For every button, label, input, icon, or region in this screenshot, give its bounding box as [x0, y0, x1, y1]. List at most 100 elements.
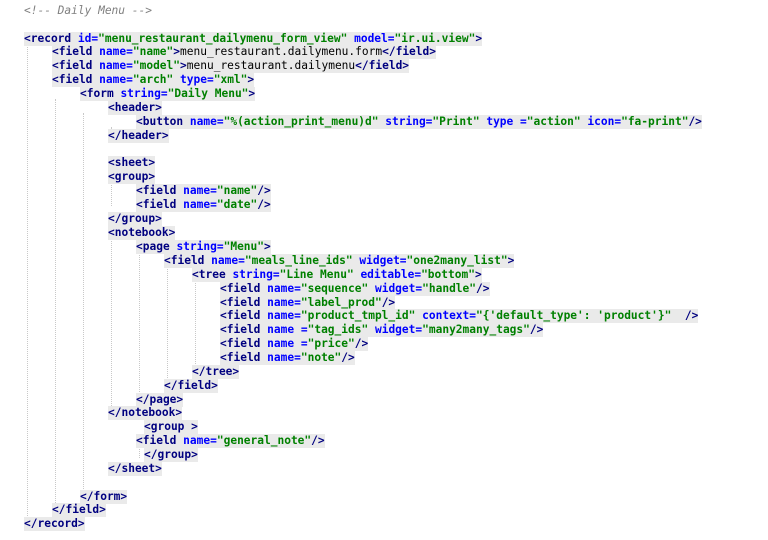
code-line[interactable]: </group> — [144, 448, 198, 462]
xml-tag: /> — [311, 434, 325, 447]
code-line[interactable]: </page> — [136, 393, 184, 407]
xml-tag: <button — [136, 115, 184, 128]
code-line[interactable]: <sheet> — [108, 156, 156, 170]
code-line[interactable]: <field name="date"/> — [136, 198, 271, 212]
xml-tag: <field — [52, 73, 93, 86]
code-line[interactable]: <field name ="price"/> — [220, 337, 369, 351]
indent-guide — [167, 266, 168, 386]
xml-tag: > — [264, 240, 271, 253]
indent-guide — [111, 182, 112, 206]
xml-tag: </notebook> — [108, 406, 183, 419]
text-content — [671, 309, 684, 322]
xml-comment: <!-- Daily Menu --> — [24, 4, 152, 17]
xml-tag: /> — [476, 282, 490, 295]
code-line[interactable]: <field name="product_tmpl_id" context="{… — [220, 309, 699, 323]
xml-attribute: type= — [180, 73, 214, 86]
code-line[interactable]: <field name="meals_line_ids" widget="one… — [164, 254, 515, 268]
xml-string: "Menu" — [223, 240, 265, 253]
xml-attribute: name= — [183, 184, 217, 197]
xml-attribute: name= — [183, 198, 217, 211]
xml-string: "sequence" — [300, 282, 369, 295]
code-line[interactable]: </form> — [80, 490, 128, 504]
code-line[interactable]: </record> — [24, 517, 85, 531]
code-line[interactable]: </header> — [108, 129, 169, 143]
xml-tag: <tree — [192, 268, 226, 281]
code-line[interactable]: </field> — [52, 503, 106, 517]
code-line[interactable]: </field> — [164, 379, 218, 393]
xml-string: "general_note" — [216, 434, 312, 447]
xml-tag: <group> — [108, 170, 156, 183]
xml-tag: /> — [257, 198, 271, 211]
xml-tag: <field — [220, 309, 261, 322]
xml-string: "ir.ui.view" — [394, 32, 476, 45]
code-line[interactable]: <field name="general_note"/> — [136, 434, 325, 448]
xml-tag: <field — [220, 323, 261, 336]
code-line[interactable]: <group> — [108, 170, 156, 184]
xml-attribute: name= — [99, 59, 133, 72]
xml-tag: <field — [136, 184, 177, 197]
text-content — [368, 323, 375, 336]
xml-tag: </group> — [108, 212, 162, 225]
code-line[interactable]: <notebook> — [108, 226, 176, 240]
xml-attribute: string= — [176, 240, 224, 253]
xml-attribute: widget= — [374, 323, 423, 336]
code-line[interactable]: </sheet> — [108, 462, 162, 476]
code-line[interactable]: <field name="sequence" widget="handle"/> — [220, 282, 490, 296]
xml-tag: </form> — [80, 490, 128, 503]
code-line[interactable]: <field name="name"/> — [136, 184, 271, 198]
code-line[interactable]: </tree> — [192, 365, 240, 379]
xml-string: "meals_line_ids" — [244, 254, 353, 267]
xml-attribute: name= — [99, 45, 133, 58]
xml-tag: > — [248, 87, 256, 100]
xml-tag: </tree> — [192, 365, 240, 378]
code-line[interactable]: </notebook> — [108, 406, 183, 420]
xml-tag: </page> — [136, 393, 184, 406]
code-line[interactable]: <page string="Menu"> — [136, 240, 271, 254]
xml-tag: <header> — [108, 101, 162, 114]
xml-attribute: editable= — [360, 268, 422, 281]
text-content: menu_restaurant.dailymenu — [186, 59, 356, 72]
xml-tag: </field> — [52, 503, 106, 516]
xml-string: "product_tmpl_id" — [300, 309, 416, 322]
xml-attribute: name= — [267, 296, 301, 309]
xml-string: "label_prod" — [300, 296, 382, 309]
xml-tag: /> — [257, 184, 271, 197]
xml-attribute: name= — [267, 309, 301, 322]
code-line[interactable]: <field name="name">menu_restaurant.daily… — [52, 45, 436, 59]
code-line[interactable]: <field name="arch" type="xml"> — [52, 73, 255, 87]
code-line[interactable]: <field name="model">menu_restaurant.dail… — [52, 59, 410, 73]
xml-attribute: name= — [267, 282, 301, 295]
text-content — [183, 115, 190, 128]
xml-attribute: icon= — [587, 115, 622, 128]
xml-string: "xml" — [213, 73, 248, 86]
code-line[interactable]: <group > — [144, 420, 198, 434]
code-line[interactable]: <tree string="Line Menu" editable="botto… — [192, 268, 482, 282]
code-line[interactable]: <button name="%(action_print_menu)d" str… — [136, 115, 702, 129]
xml-attribute: name= — [99, 73, 133, 86]
code-line[interactable]: <header> — [108, 101, 162, 115]
indent-guide — [139, 252, 140, 400]
text-content — [71, 32, 78, 45]
xml-string: "price" — [307, 337, 355, 350]
text-content: menu_restaurant.dailymenu.form — [180, 45, 383, 58]
xml-attribute: string= — [120, 87, 168, 100]
xml-tag: /> — [354, 337, 369, 350]
xml-string: "many2many_tags" — [422, 323, 530, 336]
xml-tag: <field — [136, 198, 177, 211]
xml-tag: > — [247, 73, 255, 86]
code-line[interactable]: <!-- Daily Menu --> — [24, 4, 152, 18]
code-line[interactable]: <field name="note"/> — [220, 351, 355, 365]
code-line[interactable]: <field name ="tag_ids" widget="many2many… — [220, 323, 544, 337]
indent-guide — [83, 113, 84, 493]
xml-attribute: context= — [422, 309, 477, 322]
code-line[interactable]: <form string="Daily Menu"> — [80, 87, 256, 101]
xml-attribute: model= — [354, 32, 395, 45]
xml-string: "bottom" — [421, 268, 475, 281]
xml-attribute: type = — [486, 115, 527, 128]
code-line[interactable]: </group> — [108, 212, 162, 226]
code-line[interactable]: <field name="label_prod"/> — [220, 296, 396, 310]
xml-tag: /> — [529, 323, 544, 336]
xml-tag: <field — [220, 337, 261, 350]
code-line[interactable]: <record id="menu_restaurant_dailymenu_fo… — [24, 32, 483, 46]
